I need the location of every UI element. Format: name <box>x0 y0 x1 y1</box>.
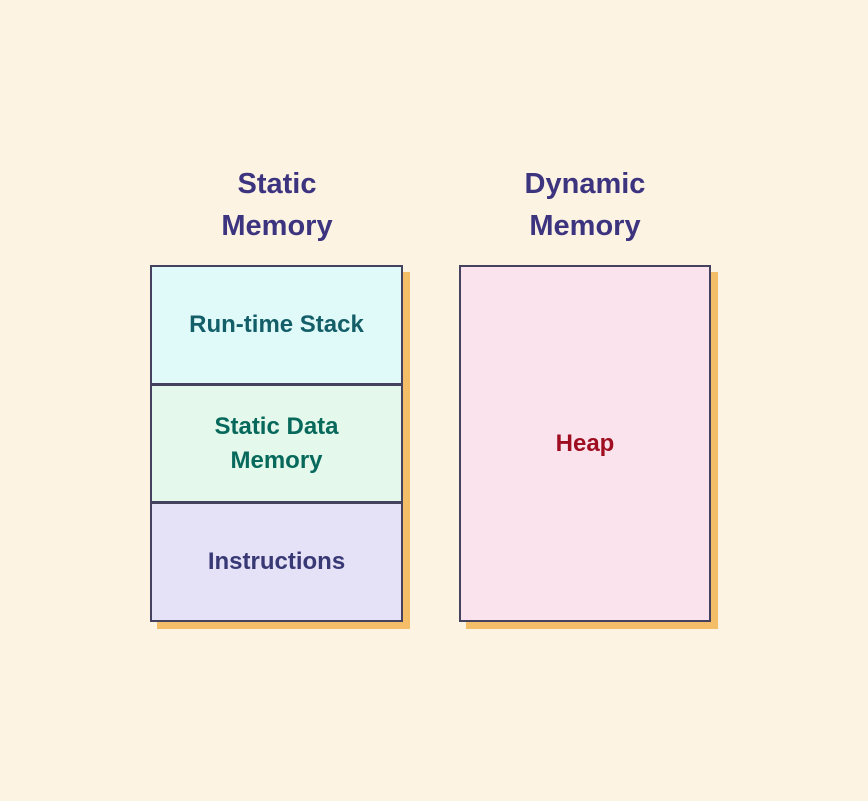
dynamic-memory-title: Dynamic Memory <box>524 168 646 242</box>
static-data-memory-label: Static Data Memory <box>214 412 339 474</box>
dynamic-memory-box: Heap <box>459 265 711 622</box>
runtime-stack-section: Run-time Stack <box>152 267 401 383</box>
static-data-memory-section: Static Data Memory <box>152 382 401 502</box>
static-memory-title: Static Memory <box>221 168 333 242</box>
instructions-section: Instructions <box>152 501 401 621</box>
heap-label: Heap <box>555 429 615 457</box>
runtime-stack-label: Run-time Stack <box>189 310 364 338</box>
static-memory-box: Run-time Stack Static Data Memory Instru… <box>150 265 403 622</box>
instructions-label: Instructions <box>207 548 346 576</box>
